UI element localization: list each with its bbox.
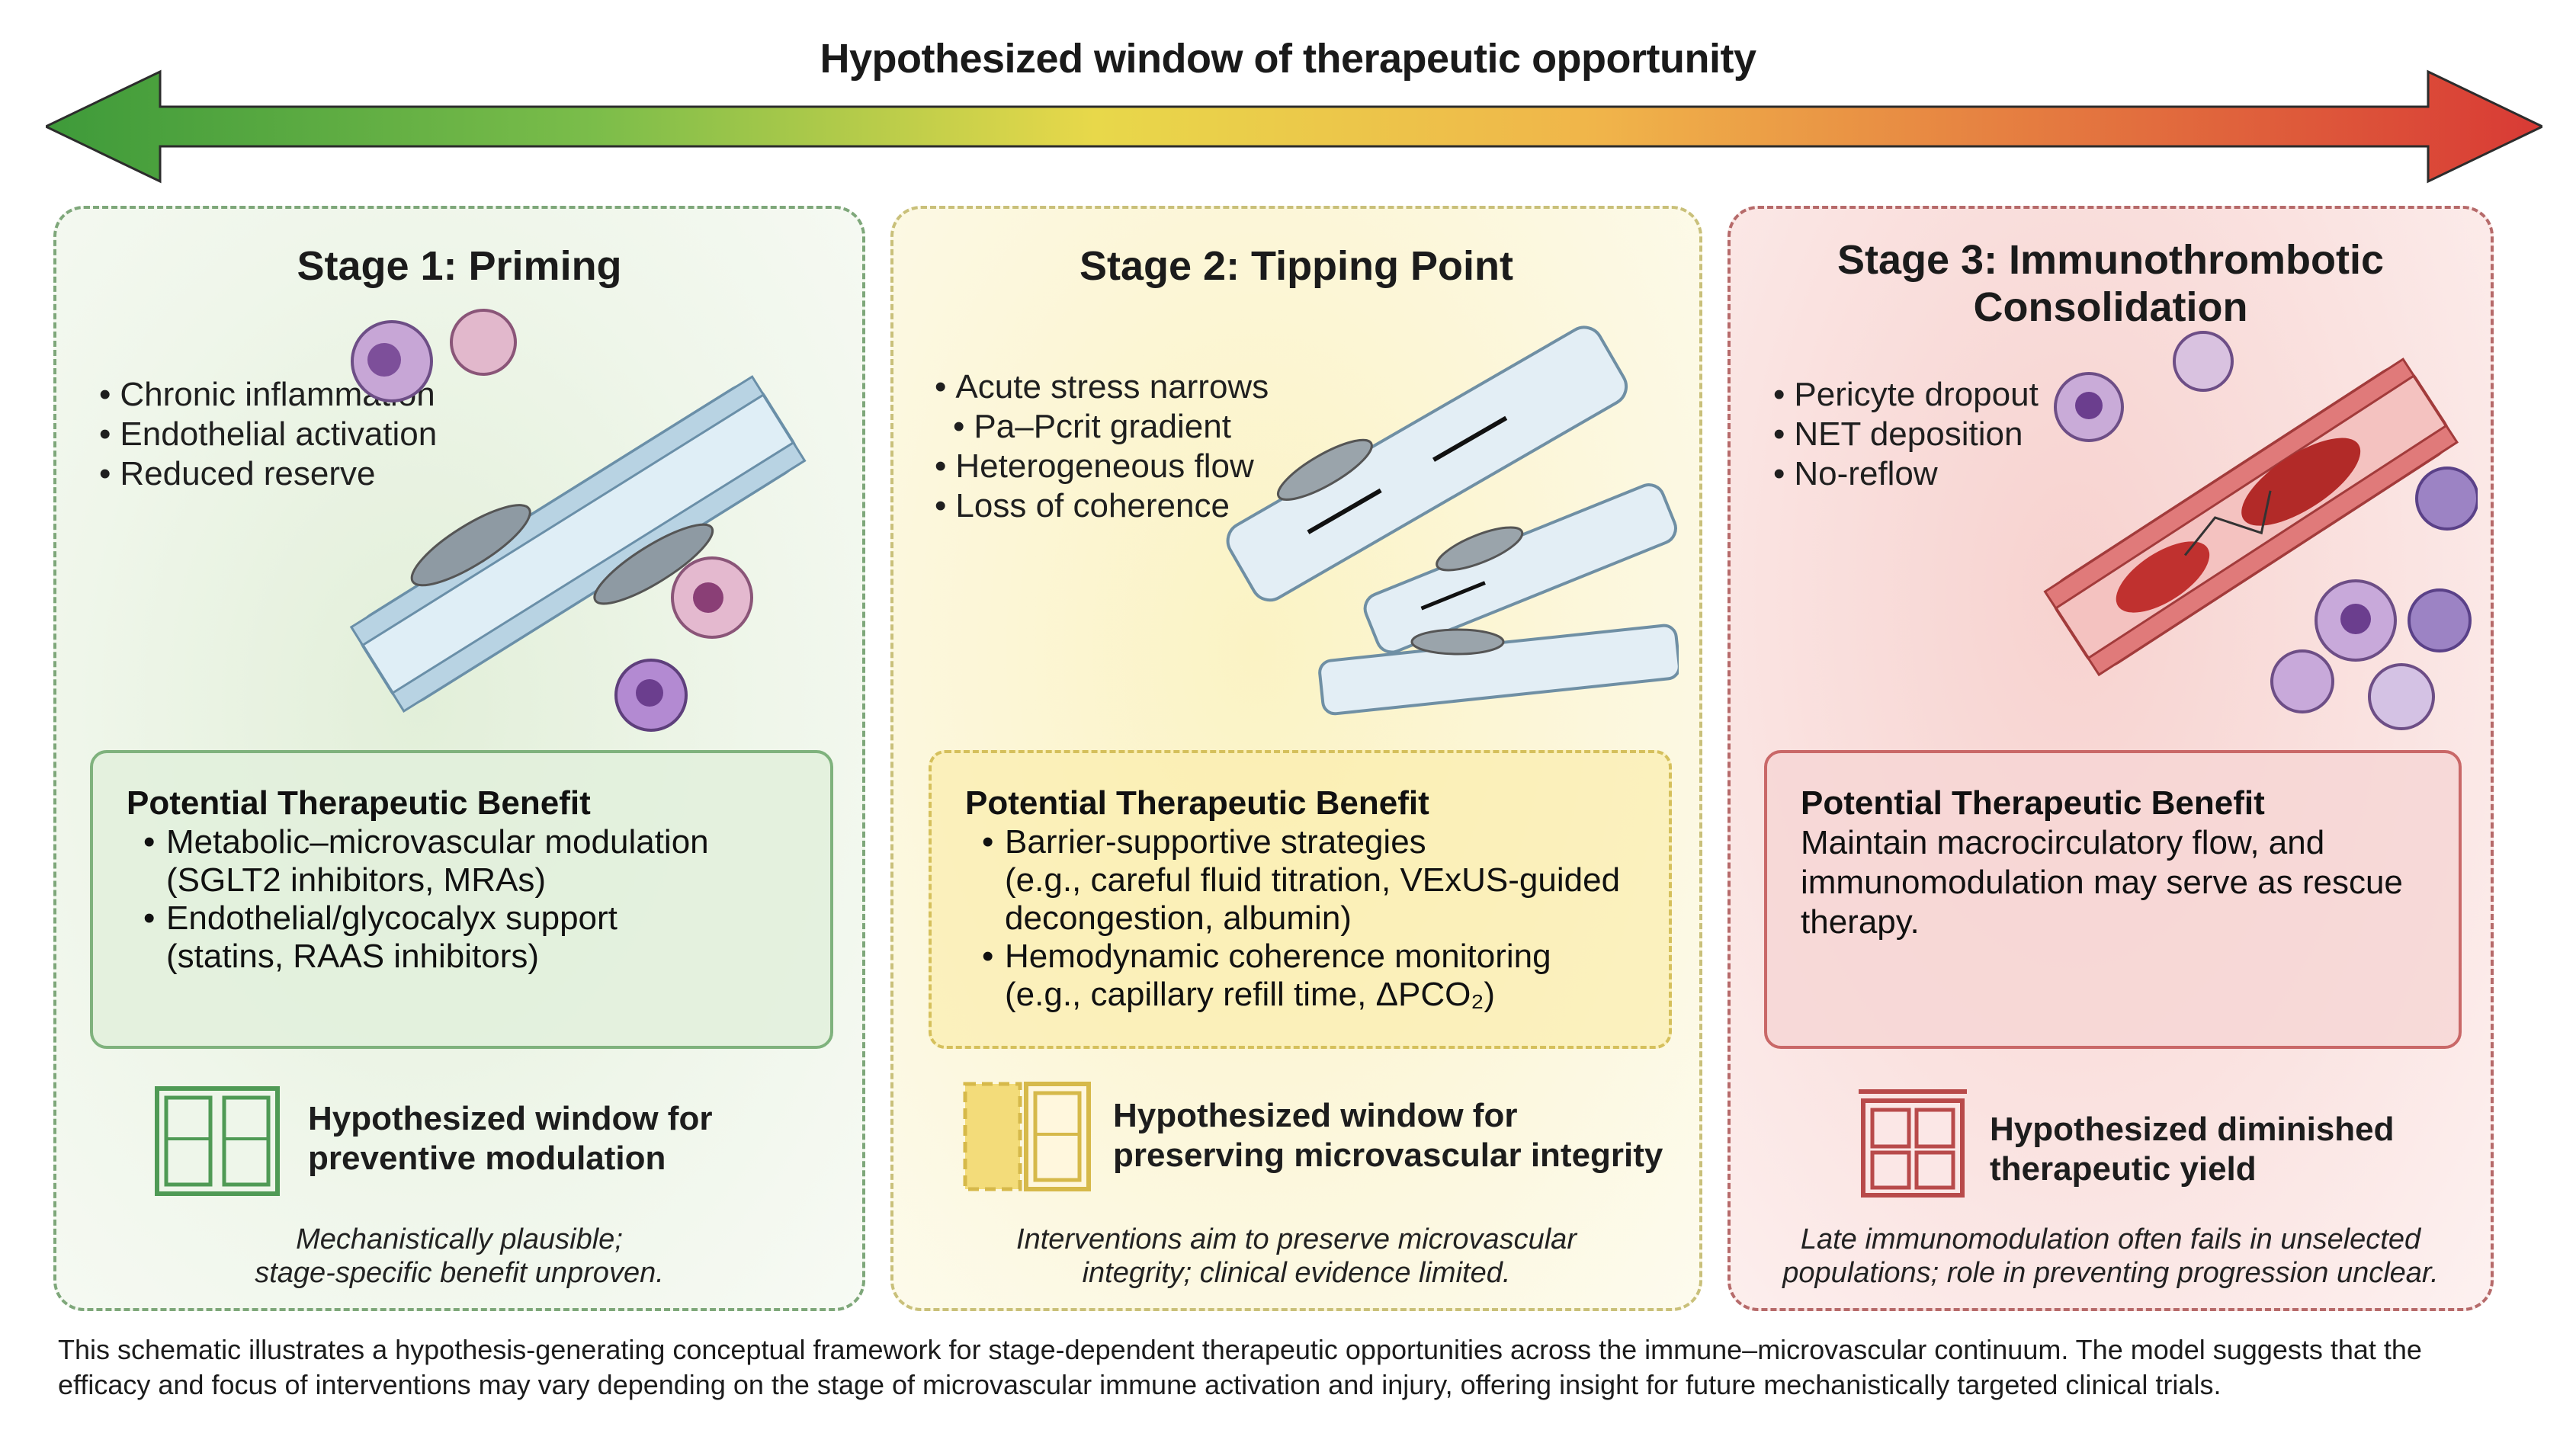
stage-1-title: Stage 1: Priming (297, 243, 622, 289)
window-label-line: Hypothesized diminished (1990, 1111, 2395, 1148)
benefit-item-detail: decongestion, albumin) (1005, 899, 1352, 937)
stage-2-bullets: Acute stress narrows Pa–Pcrit gradient H… (935, 367, 1269, 526)
stage-1-note: Mechanistically plausible; stage-specifi… (56, 1223, 862, 1290)
benefit-item: Metabolic–microvascular modulation (SGLT… (143, 823, 797, 899)
bullet: Reduced reserve (99, 454, 437, 494)
caption-line: This schematic illustrates a hypothesis-… (58, 1334, 2422, 1365)
closed-window-icon (1859, 1089, 1967, 1198)
benefit-item-detail: (e.g., capillary refill time, ΔPCO₂) (1005, 976, 1496, 1013)
stage-2-panel: Stage 2: Tipping Point Acute stress narr… (890, 206, 1702, 1311)
stage-3-bullets: Pericyte dropout NET deposition No-reflo… (1773, 375, 2039, 494)
bullet: No-reflow (1773, 454, 2039, 494)
benefit-text-line: Maintain macrocirculatory flow, and (1801, 824, 2325, 861)
benefit-text: Maintain macrocirculatory flow, and immu… (1801, 823, 2425, 942)
immunothrombosis-illustration (2043, 331, 2478, 730)
bullet-text: Pa–Pcrit gradient (974, 408, 1231, 445)
stage-3-benefit-box: Potential Therapeutic Benefit Maintain m… (1764, 750, 2462, 1049)
window-label-line: Hypothesized window for (1113, 1097, 1518, 1134)
stage-2-title: Stage 2: Tipping Point (1079, 243, 1513, 289)
benefit-item-text: Endothelial/glycocalyx support (166, 899, 618, 937)
window-label-line: therapeutic yield (1990, 1150, 2257, 1188)
figure-caption: This schematic illustrates a hypothesis-… (58, 1332, 2528, 1403)
benefit-item-detail: (SGLT2 inhibitors, MRAs) (166, 861, 546, 899)
stage-3-title-line: Stage 3: Immunothrombotic (1837, 237, 2385, 283)
priming-vessel-illustration (349, 309, 807, 732)
stage-3-title: Stage 3: Immunothrombotic Consolidation (1731, 236, 2491, 331)
benefit-item-text: Hemodynamic coherence monitoring (1005, 938, 1551, 975)
benefit-item: Hemodynamic coherence monitoring (e.g., … (982, 938, 1635, 1014)
stage-1-benefit-box: Potential Therapeutic Benefit Metabolic–… (90, 750, 833, 1049)
benefit-title: Potential Therapeutic Benefit (1801, 784, 2265, 822)
note-line: Mechanistically plausible; (296, 1223, 623, 1255)
note-line: populations; role in preventing progress… (1782, 1257, 2439, 1289)
bullet: Pa–Pcrit gradient (935, 407, 1269, 447)
window-label-line: preventive modulation (308, 1140, 666, 1177)
note-line: stage-specific benefit unproven. (255, 1257, 664, 1289)
tipping-point-vessels-illustration (1226, 325, 1679, 716)
benefit-text-line: therapy. (1801, 903, 1920, 941)
bullet: Loss of coherence (935, 486, 1269, 526)
bullet: Endothelial activation (99, 415, 437, 454)
note-line: integrity; clinical evidence limited. (1082, 1257, 1511, 1289)
stage-2-benefit-box: Potential Therapeutic Benefit Barrier-su… (929, 750, 1672, 1049)
benefit-item-detail: (e.g., careful fluid titration, VExUS-gu… (1005, 861, 1621, 899)
window-label-line: preserving microvascular integrity (1113, 1137, 1663, 1174)
stage-2-window-label: Hypothesized window for preserving micro… (1113, 1096, 1663, 1175)
stage-3-panel: Stage 3: Immunothrombotic Consolidation … (1727, 206, 2494, 1311)
bullet: NET deposition (1773, 415, 2039, 454)
bullet: Pericyte dropout (1773, 375, 2038, 415)
caption-line: efficacy and focus of interventions may … (58, 1369, 2222, 1400)
benefit-text-line: immunomodulation may serve as rescue (1801, 864, 2403, 901)
benefit-item-detail: (statins, RAAS inhibitors) (166, 938, 540, 975)
window-label-line: Hypothesized window for (308, 1100, 713, 1137)
stage-1-panel: Stage 1: Priming Chronic inflammation En… (53, 206, 865, 1311)
stage-3-window-label: Hypothesized diminished therapeutic yiel… (1990, 1110, 2395, 1189)
half-open-window-icon (963, 1082, 1091, 1191)
benefit-item: Barrier-supportive strategies (e.g., car… (982, 823, 1635, 938)
benefit-item: Endothelial/glycocalyx support (statins,… (143, 899, 797, 976)
benefit-item-text: Barrier-supportive strategies (1005, 823, 1426, 861)
stage-3-title-line: Consolidation (1973, 284, 2248, 330)
stage-2-note: Interventions aim to preserve microvascu… (893, 1223, 1699, 1290)
stage-3-note: Late immunomodulation often fails in uns… (1731, 1223, 2491, 1290)
bullet: Acute stress narrows (935, 367, 1269, 407)
note-line: Interventions aim to preserve microvascu… (1016, 1223, 1577, 1255)
note-line: Late immunomodulation often fails in uns… (1800, 1223, 2421, 1255)
open-window-icon (155, 1086, 280, 1196)
benefit-item-text: Metabolic–microvascular modulation (166, 823, 709, 861)
diagram-title: Hypothesized window of therapeutic oppor… (820, 36, 1757, 82)
bullet: Heterogeneous flow (935, 447, 1269, 486)
stage-1-window-label: Hypothesized window for preventive modul… (308, 1099, 712, 1178)
benefit-title: Potential Therapeutic Benefit (127, 784, 591, 822)
benefit-title: Potential Therapeutic Benefit (965, 784, 1429, 822)
therapeutic-window-arrow (46, 69, 2542, 184)
